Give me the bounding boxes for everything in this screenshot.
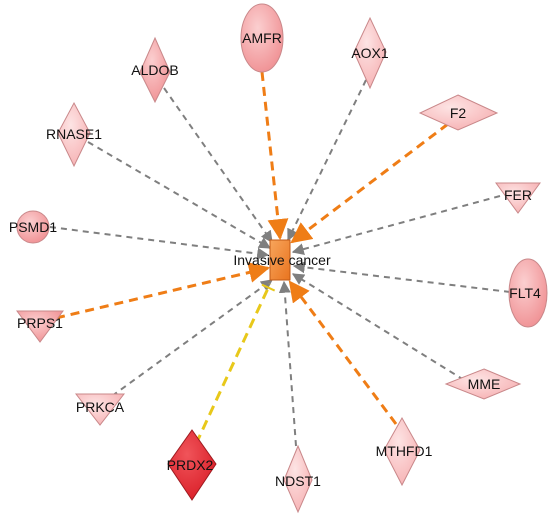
edge-ndst1-to-invasive-cancer: [278, 280, 297, 447]
edge-prdx2-to-invasive-cancer: [194, 283, 272, 445]
node-rnase1[interactable]: RNASE1: [46, 101, 102, 168]
node-amfr[interactable]: AMFR: [240, 3, 284, 73]
node-prkca-triangle: [74, 393, 126, 426]
node-prdx2-diamond: [167, 429, 217, 501]
node-fer-label: FER: [504, 187, 532, 203]
node-prkca[interactable]: PRKCA: [74, 393, 126, 426]
node-layer: AMFR AOX1 ALDOB RNASE1 F2 FER: [9, 3, 548, 514]
edge-prps1-to-invasive-cancer: [55, 262, 271, 320]
node-fer[interactable]: FER: [495, 182, 541, 214]
node-f2-label: F2: [450, 105, 467, 121]
node-prkca-label: PRKCA: [76, 399, 125, 415]
edge-aox1-to-invasive-cancer: [287, 79, 367, 242]
node-flt4-label: FLT4: [509, 285, 541, 301]
node-psmd1-circle: [16, 210, 50, 244]
node-aldob[interactable]: ALDOB: [131, 36, 179, 104]
edge-layer: [49, 71, 511, 447]
node-psmd1-label: PSMD1: [9, 219, 57, 235]
center-node-label: Invasive cancer: [233, 252, 331, 268]
node-ndst1-diamond: [283, 444, 313, 514]
node-flt4[interactable]: FLT4: [508, 258, 548, 328]
node-amfr-label: AMFR: [242, 30, 282, 46]
node-psmd1[interactable]: PSMD1: [9, 210, 57, 244]
edge-prdx2-inhibition-bar: [261, 283, 276, 292]
edge-fer-to-invasive-cancer: [291, 195, 501, 255]
node-mme-label: MME: [468, 376, 501, 392]
node-prps1-triangle: [16, 310, 64, 343]
node-prps1[interactable]: PRPS1: [16, 310, 64, 343]
node-invasive-cancer[interactable]: Invasive cancer: [233, 239, 331, 281]
node-ndst1[interactable]: NDST1: [275, 444, 321, 514]
node-f2-diamond: [418, 94, 499, 131]
node-amfr-ellipse: [240, 3, 284, 73]
node-prdx2-label: PRDX2: [167, 457, 214, 473]
center-node-square: [269, 239, 291, 281]
node-aldob-label: ALDOB: [131, 62, 178, 78]
node-prdx2[interactable]: PRDX2: [167, 429, 217, 501]
node-flt4-ellipse: [508, 258, 548, 328]
node-aox1-label: AOX1: [351, 45, 389, 61]
edge-mthfd1-to-invasive-cancer: [288, 280, 398, 425]
edge-f2-to-invasive-cancer: [290, 122, 449, 244]
edge-rnase1-to-invasive-cancer: [87, 141, 272, 249]
node-aox1[interactable]: AOX1: [351, 16, 389, 90]
edge-psmd1-to-invasive-cancer: [49, 226, 270, 260]
node-mme[interactable]: MME: [444, 368, 522, 400]
node-aldob-diamond: [139, 36, 171, 104]
edge-flt4-to-invasive-cancer: [292, 261, 511, 293]
node-fer-triangle: [495, 182, 541, 214]
node-rnase1-diamond: [57, 101, 91, 168]
node-rnase1-label: RNASE1: [46, 126, 102, 142]
node-f2[interactable]: F2: [418, 94, 499, 131]
edge-amfr-to-invasive-cancer: [260, 71, 289, 241]
edge-mme-to-invasive-cancer: [291, 273, 465, 381]
node-mme-diamond: [444, 368, 522, 400]
node-mthfd1-label: MTHFD1: [376, 443, 433, 459]
node-aox1-diamond: [353, 16, 387, 90]
node-prps1-label: PRPS1: [17, 315, 63, 331]
node-ndst1-label: NDST1: [275, 473, 321, 489]
node-mthfd1[interactable]: MTHFD1: [376, 416, 433, 487]
node-mthfd1-diamond: [383, 416, 421, 487]
edge-aldob-to-invasive-cancer: [163, 87, 273, 243]
edge-prkca-to-invasive-cancer: [111, 279, 273, 397]
